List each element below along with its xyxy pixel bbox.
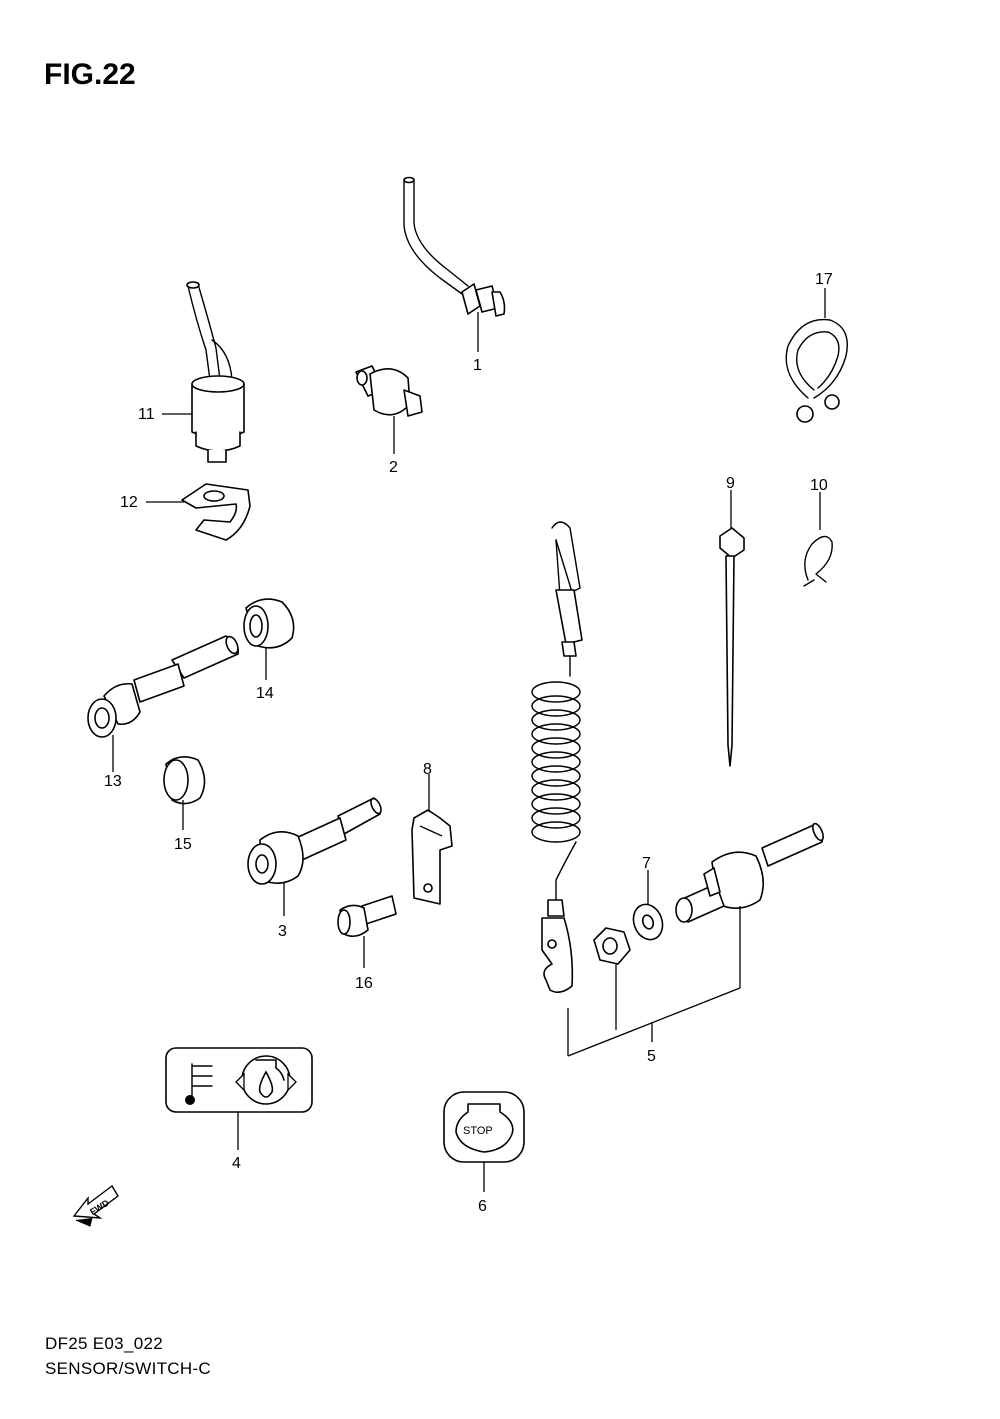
figure-name: SENSOR/SWITCH-C xyxy=(45,1359,211,1378)
part-14-grommet: 14 xyxy=(243,598,295,702)
part-3-switch: 3 xyxy=(247,797,382,940)
part-15-cap: 15 xyxy=(163,756,206,853)
part-9-cable-tie: 9 xyxy=(719,475,745,767)
callout-2: 2 xyxy=(389,459,398,476)
callout-12: 12 xyxy=(120,494,138,511)
callout-7: 7 xyxy=(642,855,651,872)
part-11-temp-sensor: 11 xyxy=(138,281,245,463)
part-13-switch: 13 xyxy=(87,635,240,790)
fwd-arrow-icon: FWD xyxy=(72,1184,119,1227)
callout-6: 6 xyxy=(478,1198,487,1215)
callout-5: 5 xyxy=(647,1048,656,1065)
callout-11: 11 xyxy=(138,406,155,423)
callout-17: 17 xyxy=(815,271,833,288)
callout-3: 3 xyxy=(278,923,287,940)
callout-9: 9 xyxy=(726,475,735,492)
callout-10: 10 xyxy=(810,477,828,494)
part-10-clip: 10 xyxy=(803,477,833,587)
callout-13: 13 xyxy=(104,773,122,790)
oil-pressure-icon xyxy=(235,1055,297,1105)
part-17-clamp: 17 xyxy=(785,271,848,423)
part-12-plate: 12 xyxy=(120,483,251,541)
part-2-sensor: 2 xyxy=(355,365,423,476)
callout-8: 8 xyxy=(423,761,432,778)
figure-code: DF25 E03_022 xyxy=(45,1334,163,1353)
part-1-sensor: 1 xyxy=(403,176,506,374)
thermometer-icon xyxy=(185,1063,213,1105)
part-4-label: 4 xyxy=(165,1047,313,1172)
part-6-stop-label: STOP 6 xyxy=(443,1091,525,1215)
figure-title: FIG.22 xyxy=(44,58,136,91)
part-8-bracket: 8 xyxy=(411,761,453,905)
callout-14: 14 xyxy=(256,685,274,702)
callout-1: 1 xyxy=(473,357,482,374)
callout-15: 15 xyxy=(174,836,192,853)
stop-text: STOP xyxy=(463,1125,493,1137)
callout-4: 4 xyxy=(232,1155,241,1172)
part-5-lanyard-assembly: 7 5 xyxy=(531,521,824,1065)
coil-cord xyxy=(531,681,581,843)
callout-16: 16 xyxy=(355,975,373,992)
part-16-bolt: 16 xyxy=(337,895,397,992)
